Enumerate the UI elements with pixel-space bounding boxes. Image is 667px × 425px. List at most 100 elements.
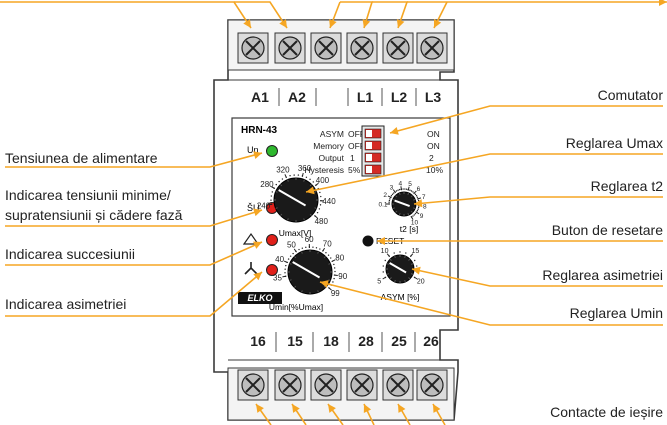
reset-button[interactable] <box>362 235 374 247</box>
t2-knob[interactable] <box>391 191 417 217</box>
umin-scale-dot <box>286 261 288 263</box>
switch-row-output-on: 2 <box>429 153 434 163</box>
t2-scale-dot <box>416 196 419 198</box>
dip-switch-2[interactable] <box>364 140 382 151</box>
umax-scale-dot <box>289 175 291 177</box>
umax-tick-label: 480 <box>315 217 329 226</box>
asym-tick-label: 20 <box>417 278 425 285</box>
t2-scale-dot <box>413 214 415 216</box>
terminal-a1: A1 <box>251 89 269 105</box>
t2-scale-dot <box>391 193 394 196</box>
umin-scale-dot <box>308 246 311 248</box>
switch-row-asym-on: ON <box>427 129 440 139</box>
asym-scale-dot <box>382 271 384 273</box>
top-screw-5 <box>382 32 414 64</box>
switch-row-hysteresis-on: 10% <box>426 165 443 175</box>
callout-umin: Reglarea Umin <box>569 305 663 321</box>
asym-scale-dot <box>414 276 416 279</box>
terminal-l3: L3 <box>425 89 442 105</box>
arrow-under-over-head <box>253 208 262 217</box>
dip-switch-1[interactable] <box>364 128 382 139</box>
bottom-screw-5 <box>382 369 414 401</box>
umin-scale-dot <box>301 247 304 249</box>
t2-scale-dot <box>400 188 403 190</box>
t2-dial-label: t2 [s] <box>400 224 418 234</box>
t2-tick-label: 6 <box>417 186 421 193</box>
umax-scale-dot <box>278 180 280 183</box>
arrow-sequence-head <box>253 241 262 249</box>
umax-tick-label: 400 <box>316 176 330 185</box>
asym-scale-dot <box>410 255 412 257</box>
umax-tick-label: 280 <box>260 180 274 189</box>
top-screw-4 <box>346 32 378 64</box>
t2-scale-dot <box>417 198 419 200</box>
asym-knob[interactable] <box>385 254 415 284</box>
t2-scale-dot <box>410 190 413 192</box>
asym-scale-dot <box>384 259 386 262</box>
umin-pointer <box>292 261 321 279</box>
umax-tick-label: 440 <box>322 197 336 206</box>
umax-scale-dot <box>312 181 314 183</box>
dip-switch-3[interactable] <box>364 152 382 163</box>
arrow-umin <box>319 281 663 326</box>
terminal-26: 26 <box>423 333 439 349</box>
umax-scale-dot <box>319 191 321 194</box>
umax-scale-dot <box>270 203 273 206</box>
callout-reset: Buton de resetare <box>551 222 663 238</box>
dip-switch-4[interactable] <box>364 164 382 175</box>
umax-pointer <box>278 189 307 207</box>
dip-switch[interactable] <box>361 125 385 177</box>
umax-tick-label: 240 <box>257 202 271 211</box>
umin-scale-dot <box>333 263 335 266</box>
top-screw-6 <box>416 32 448 64</box>
arrow-bottom-15-head <box>292 404 300 413</box>
asym-scale-dot <box>388 255 390 257</box>
t2-tick-label: 0.1 <box>378 201 387 208</box>
t2-scale-dot <box>395 190 398 192</box>
switch-row-asym-off: OFF <box>348 129 365 139</box>
t2-tick-label: 2 <box>383 192 387 199</box>
umax-scale-dot <box>301 175 304 177</box>
umin-scale-dot <box>325 252 327 254</box>
asym-scale-dot <box>416 265 418 267</box>
arrow-supply <box>5 152 263 168</box>
umax-knob[interactable] <box>273 177 319 223</box>
asymmetry-icon <box>244 262 258 275</box>
umax-scale-dot <box>314 215 316 217</box>
umin-scale-dot <box>334 274 336 276</box>
terminal-18: 18 <box>323 333 339 349</box>
umax-scale-dot <box>273 187 275 189</box>
arrow-umax-head <box>306 186 315 195</box>
led-label-su: ŠU <box>247 203 260 213</box>
umin-knob[interactable] <box>287 249 333 295</box>
arrow-asym-head <box>412 266 421 275</box>
t2-scale-dot <box>417 206 420 209</box>
umax-scale-dot <box>270 195 273 197</box>
asym-dial-label: ASYM [%] <box>381 292 420 302</box>
t2-pointer <box>394 199 410 207</box>
t2-scale-dot <box>388 203 390 205</box>
asym-scale-dot <box>414 259 416 262</box>
arrow-supply-head <box>253 151 262 159</box>
asym-scale-dot <box>382 265 384 267</box>
bottom-screw-3 <box>310 369 342 401</box>
callout-under-over-line1: Indicarea tensiunii minime/ <box>5 187 171 203</box>
arrow-asym <box>411 268 663 287</box>
umin-dial-label: Umin[%Umax] <box>269 302 323 312</box>
t2-tick-label: 7 <box>422 194 426 201</box>
umax-tick-label: 320 <box>276 165 290 174</box>
asym-scale-dot <box>384 276 386 279</box>
top-screw-terminals <box>237 32 448 64</box>
switch-row-hysteresis-off: 5% <box>348 165 361 175</box>
t2-scale-dot <box>404 188 406 190</box>
t2-scale-dot <box>390 195 393 197</box>
asym-scale-dot <box>405 252 407 254</box>
umin-tick-label: 80 <box>335 253 344 262</box>
callout-supply-voltage: Tensiunea de alimentare <box>5 150 158 166</box>
bottom-screw-6 <box>416 369 448 401</box>
t2-scale-dot <box>410 216 413 218</box>
umin-scale-dot <box>284 272 286 274</box>
